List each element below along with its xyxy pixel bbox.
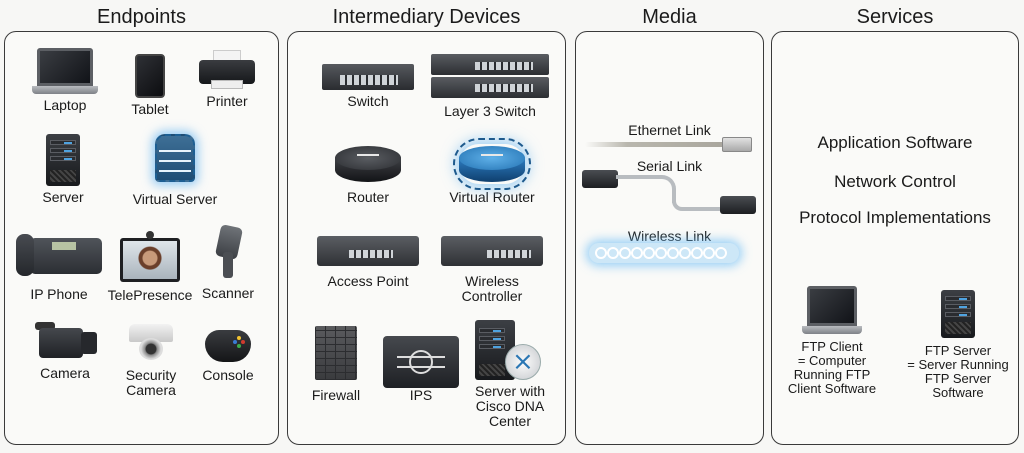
- access-point-icon: [317, 236, 419, 266]
- cisco-dna-logo-icon: [505, 344, 541, 380]
- endpoint-camera: Camera: [30, 322, 100, 381]
- device-label: Firewall: [311, 387, 361, 403]
- firewall-icon: [315, 326, 357, 380]
- endpoint-label: Camera: [40, 365, 90, 381]
- service-application-software: Application Software: [817, 133, 973, 152]
- laptop-icon: [802, 286, 862, 334]
- endpoints-title: Endpoints: [97, 6, 186, 28]
- serial-cable-icon: [582, 168, 758, 220]
- device-switch: Switch: [320, 64, 416, 109]
- ftp-server: FTP Server = Server Running FTP Server S…: [896, 290, 1020, 400]
- router-icon: [335, 144, 401, 184]
- serial-link-label: Serial Link: [636, 158, 703, 174]
- virtual-server-icon: [155, 134, 195, 182]
- printer-icon: [199, 50, 255, 90]
- device-wireless-controller: Wireless Controller: [440, 236, 544, 304]
- endpoint-console: Console: [198, 330, 258, 383]
- media-title: Media: [642, 6, 697, 28]
- endpoint-label: Printer: [206, 93, 248, 109]
- ip-phone-icon: [16, 232, 102, 276]
- endpoint-laptop: Laptop: [30, 44, 100, 113]
- endpoint-label: Virtual Server: [132, 191, 218, 207]
- ethernet-link-label: Ethernet Link: [628, 122, 711, 138]
- wireless-controller-icon: [441, 236, 543, 266]
- endpoint-label: IP Phone: [30, 286, 88, 302]
- dna-center-server-icon: [475, 320, 545, 382]
- endpoint-virtual-server: Virtual Server: [120, 134, 230, 207]
- device-label: Wireless Controller: [461, 273, 523, 304]
- device-label: Switch: [347, 93, 389, 109]
- server-icon: [941, 290, 975, 338]
- device-label: Access Point: [327, 273, 409, 289]
- endpoint-security-camera: Security Camera: [115, 324, 187, 398]
- camera-icon: [33, 322, 97, 360]
- services-title: Services: [856, 6, 934, 28]
- endpoint-label: Tablet: [131, 101, 169, 117]
- endpoint-label: Laptop: [43, 97, 87, 113]
- device-label: IPS: [409, 387, 433, 403]
- endpoint-printer: Printer: [195, 50, 259, 109]
- server-icon: [46, 134, 80, 186]
- rj45-plug-icon: [722, 137, 752, 152]
- device-label: Router: [346, 189, 390, 205]
- endpoint-label: TelePresence: [107, 287, 193, 303]
- endpoint-scanner: Scanner: [198, 224, 258, 301]
- service-protocol-implementations: Protocol Implementations: [799, 208, 991, 227]
- service-network-control: Network Control: [834, 172, 956, 191]
- device-firewall: Firewall: [308, 326, 364, 403]
- scanner-icon: [214, 224, 244, 278]
- endpoint-label: Security Camera: [125, 367, 177, 398]
- endpoint-label: Console: [202, 367, 254, 383]
- endpoint-tablet: Tablet: [120, 54, 180, 117]
- laptop-icon: [32, 48, 98, 94]
- endpoint-label: Scanner: [201, 285, 255, 301]
- ethernet-cable-icon: [585, 142, 725, 147]
- security-camera-icon: [129, 324, 173, 364]
- virtual-router-icon: [453, 138, 531, 190]
- media-panel: [575, 31, 764, 445]
- device-dna-center-server: Server with Cisco DNA Center: [470, 320, 550, 429]
- layer3-switch-icon: [431, 54, 549, 100]
- endpoint-server: Server: [30, 134, 96, 205]
- ftp-server-label: FTP Server = Server Running FTP Server S…: [907, 343, 1009, 400]
- telepresence-icon: [120, 231, 180, 282]
- tablet-icon: [135, 54, 165, 98]
- device-ips: IPS: [383, 336, 459, 403]
- device-label: Layer 3 Switch: [444, 103, 536, 119]
- device-virtual-router: Virtual Router: [440, 138, 544, 205]
- device-router: Router: [334, 144, 402, 205]
- endpoint-telepresence: TelePresence: [105, 231, 195, 303]
- intermediary-devices-title: Intermediary Devices: [332, 6, 521, 28]
- switch-icon: [322, 64, 414, 90]
- endpoint-ip-phone: IP Phone: [14, 232, 104, 302]
- game-console-icon: [205, 330, 251, 362]
- ips-icon: [383, 336, 459, 388]
- wireless-link-label: Wireless Link: [627, 228, 712, 244]
- device-label: Virtual Router: [449, 189, 535, 205]
- ftp-client: FTP Client = Computer Running FTP Client…: [770, 286, 894, 396]
- wireless-wave-icon: [589, 243, 739, 263]
- endpoint-label: Server: [42, 189, 84, 205]
- device-access-point: Access Point: [316, 236, 420, 289]
- services-panel: [771, 31, 1019, 445]
- ftp-client-label: FTP Client = Computer Running FTP Client…: [787, 339, 877, 396]
- device-layer3-switch: Layer 3 Switch: [428, 54, 552, 119]
- device-label: Server with Cisco DNA Center: [474, 383, 546, 429]
